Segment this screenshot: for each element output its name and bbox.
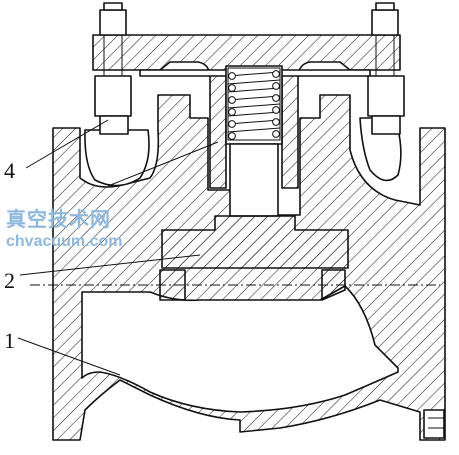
flow-cavity	[81, 285, 399, 413]
leader-2	[19, 254, 201, 276]
watermark-cn: 真空技术网	[6, 207, 111, 231]
left-bolt	[94, 2, 132, 135]
seat-ring	[159, 269, 186, 301]
callout-1: 1	[4, 328, 15, 353]
leader-4	[25, 119, 109, 169]
spring	[227, 67, 281, 141]
flange-notch	[423, 409, 445, 439]
leader-1	[17, 337, 121, 376]
disc-stem	[229, 143, 279, 217]
callout-2: 2	[4, 268, 15, 293]
right-bolt	[367, 2, 405, 135]
leader-4b	[107, 141, 219, 187]
valve-disc	[161, 215, 349, 269]
callout-4: 4	[4, 158, 15, 183]
seat-ring-right	[321, 269, 346, 301]
left-cavity	[84, 129, 150, 187]
watermark-url: chvacuum.com	[6, 233, 122, 250]
